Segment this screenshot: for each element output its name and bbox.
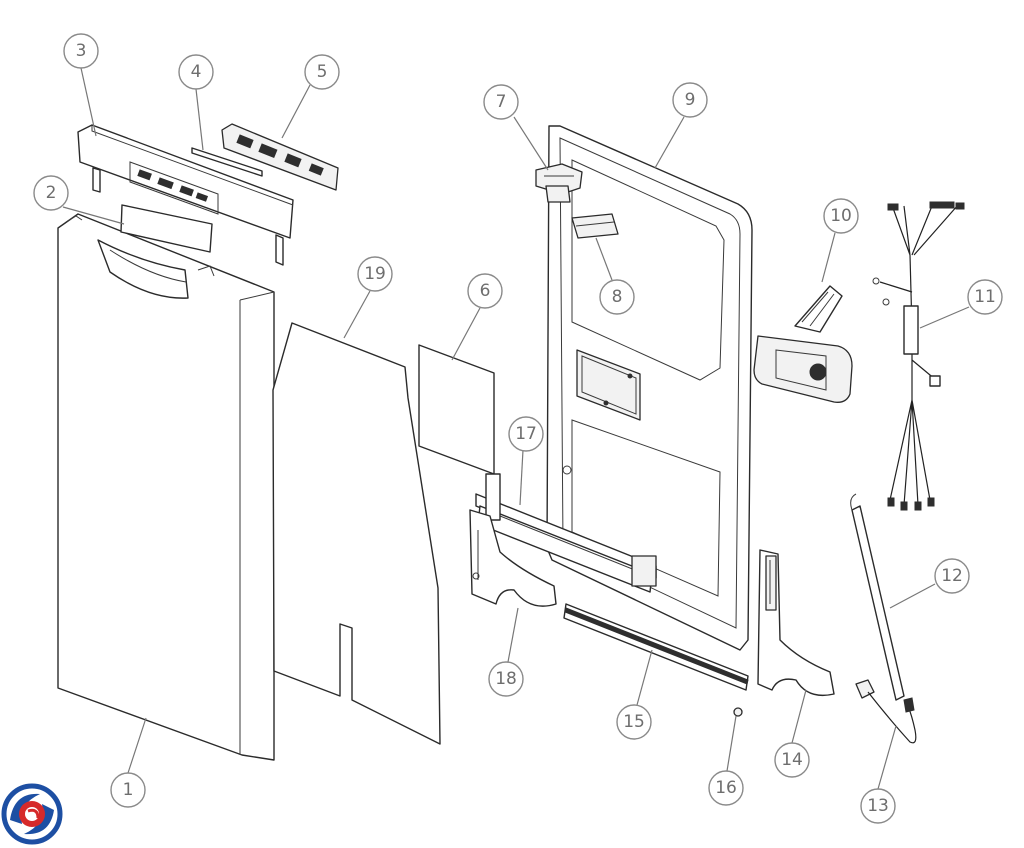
gasket-rod [850, 493, 905, 701]
callout-12: 12 [934, 558, 970, 594]
rinse-aid-dispenser [571, 213, 619, 239]
inner-door-liner [546, 125, 753, 651]
callout-16: 16 [708, 770, 744, 806]
callout-12-label: 12 [941, 566, 963, 586]
callout-2: 2 [33, 175, 69, 211]
door-latch [753, 285, 853, 403]
cable [855, 679, 917, 744]
callout-10: 10 [823, 198, 859, 234]
callout-5: 5 [304, 54, 340, 90]
callout-18-label: 18 [495, 669, 517, 689]
callout-11: 11 [967, 279, 1003, 315]
callout-19: 19 [357, 256, 393, 292]
callout-17: 17 [508, 416, 544, 452]
bottom-rail [563, 603, 749, 691]
callout-11-label: 11 [974, 287, 996, 307]
callout-7: 7 [483, 84, 519, 120]
callout-9: 9 [672, 82, 708, 118]
callout-6-label: 6 [480, 281, 491, 301]
callout-9-label: 9 [685, 90, 696, 110]
callout-5-label: 5 [317, 62, 328, 82]
callout-6: 6 [467, 273, 503, 309]
callout-13: 13 [860, 788, 896, 824]
leader-lines [62, 67, 970, 790]
callout-7-label: 7 [496, 92, 507, 112]
callout-4-label: 4 [191, 62, 202, 82]
control-panel [77, 124, 294, 266]
wiring-harness [872, 201, 965, 511]
callout-10-label: 10 [830, 206, 852, 226]
callout-8: 8 [599, 279, 635, 315]
callout-3: 3 [63, 33, 99, 69]
outer-door-panel [57, 213, 275, 761]
callout-1-label: 1 [123, 780, 134, 800]
detergent-dispenser [535, 163, 583, 203]
callout-15-label: 15 [623, 712, 645, 732]
control-board [221, 123, 339, 191]
insulation-panel [418, 344, 495, 475]
callout-2-label: 2 [46, 183, 57, 203]
callout-4: 4 [178, 54, 214, 90]
callout-14: 14 [774, 742, 810, 778]
callout-8-label: 8 [612, 287, 623, 307]
callout-17-label: 17 [515, 424, 537, 444]
trim-strip [191, 147, 263, 177]
brand-logo [1, 783, 63, 845]
screw [733, 707, 743, 717]
callout-1: 1 [110, 772, 146, 808]
callout-3-label: 3 [76, 41, 87, 61]
callout-18: 18 [488, 661, 524, 697]
callout-14-label: 14 [781, 750, 803, 770]
callout-13-label: 13 [867, 796, 889, 816]
callout-16-label: 16 [715, 778, 737, 798]
callout-19-label: 19 [364, 264, 386, 284]
callout-15: 15 [616, 704, 652, 740]
right-hinge-bracket [757, 549, 835, 697]
insulation-sheet [272, 322, 441, 745]
left-hinge-bracket [469, 509, 557, 607]
